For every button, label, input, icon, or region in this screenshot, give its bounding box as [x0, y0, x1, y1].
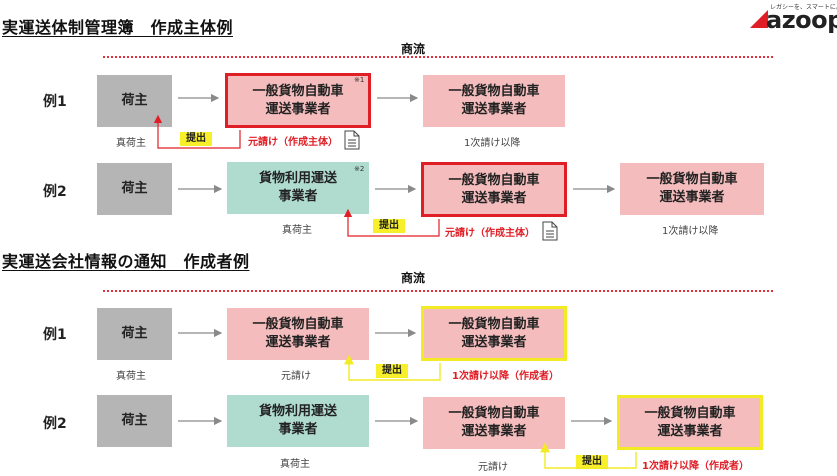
forwarder-box: 貨物利用運送 事業者 [227, 395, 369, 447]
caption-sub-creator: 1次請け以降（作成者） [452, 371, 559, 382]
caption-prime: 元請け [281, 371, 311, 382]
caption-true-shipper: 真荷主 [116, 371, 146, 382]
row-label: 例1 [43, 327, 67, 343]
shipper-box: 荷主 [97, 395, 172, 447]
shipper-box: 荷主 [97, 308, 172, 360]
submit-badge: 提出 [376, 364, 408, 378]
submit-line [343, 208, 440, 237]
carrier-box-prime: 一般貨物自動車 運送事業者 [423, 397, 565, 449]
submit-badge: 提出 [373, 219, 405, 233]
caption-sub-creator: 1次請け以降（作成者） [642, 461, 749, 472]
row-label: 例2 [43, 416, 67, 432]
flow-label: 商流 [401, 271, 426, 285]
carrier-box-creator: 一般貨物自動車 運送事業者 [617, 395, 763, 450]
carrier-box-prime: 一般貨物自動車 運送事業者 [225, 73, 371, 128]
section-title-carrier-notice: 実運送会社情報の通知 作成者例 [2, 252, 250, 271]
carrier-box-sub: 一般貨物自動車 運送事業者 [423, 75, 565, 127]
logo-wordmark: azoop [766, 6, 837, 34]
carrier-box-prime: 一般貨物自動車 運送事業者 [227, 308, 369, 360]
carrier-box-creator: 一般貨物自動車 運送事業者 [421, 306, 567, 361]
caption-subcontractor: 1次請け以降 [662, 226, 719, 237]
row-label: 例1 [43, 94, 67, 110]
logo: レガシーを、スマートに。 azoop [748, 2, 837, 34]
footnote-mark: ※1 [354, 76, 365, 84]
caption-true-shipper: 真荷主 [116, 138, 146, 149]
flow-label: 商流 [401, 42, 426, 56]
flow-dotted-line [103, 290, 773, 292]
logo-tagline: レガシーを、スマートに。 [770, 4, 837, 11]
forwarder-box: 貨物利用運送 事業者 [227, 162, 369, 214]
submit-badge: 提出 [576, 455, 608, 469]
row-label: 例2 [43, 184, 67, 200]
caption-subcontractor: 1次請け以降 [464, 138, 521, 149]
submit-line [344, 354, 441, 381]
section-title-management-ledger: 実運送体制管理簿 作成主体例 [2, 18, 234, 37]
caption-true-shipper: 真荷主 [282, 225, 312, 236]
carrier-box-sub: 一般貨物自動車 運送事業者 [620, 163, 764, 215]
carrier-box-prime: 一般貨物自動車 運送事業者 [421, 162, 567, 217]
logo-mark-icon [750, 10, 768, 28]
caption-prime: 元請け [478, 462, 508, 473]
submit-line [540, 442, 637, 469]
submit-line [153, 114, 241, 149]
caption-prime-creator: 元請け（作成主体） [445, 228, 535, 239]
submit-badge: 提出 [180, 132, 212, 146]
shipper-box: 荷主 [97, 163, 172, 215]
footnote-mark: ※2 [354, 165, 365, 173]
document-icon [344, 130, 360, 150]
document-icon [542, 221, 558, 241]
caption-true-shipper: 真荷主 [280, 459, 310, 470]
caption-prime-creator: 元請け（作成主体） [248, 137, 338, 148]
flow-dotted-line [103, 56, 773, 58]
